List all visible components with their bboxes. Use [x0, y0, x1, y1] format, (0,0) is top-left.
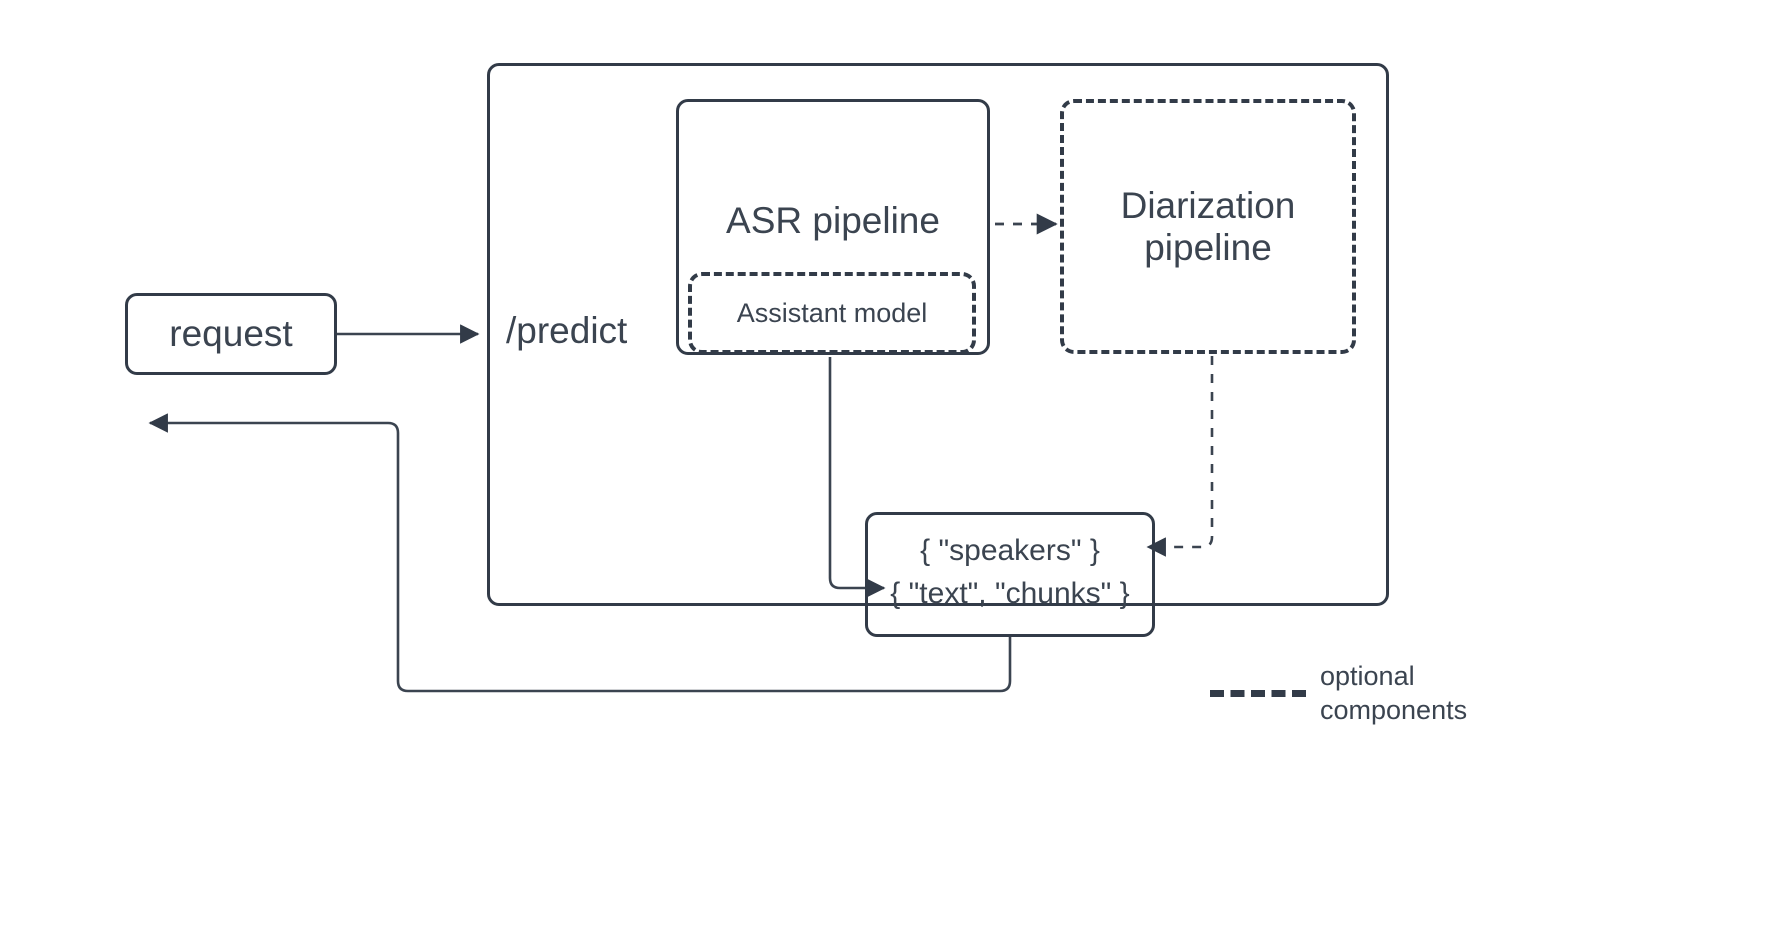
node-assistant-model[interactable]: Assistant model [688, 272, 976, 354]
node-asr-pipeline-label: ASR pipeline [726, 200, 940, 241]
node-request[interactable]: request [125, 293, 337, 375]
node-request-label: request [169, 313, 293, 354]
node-output-text-chunks-label: { "text", "chunks" } [890, 577, 1130, 610]
node-diarization-pipeline[interactable]: Diarization pipeline [1060, 99, 1356, 354]
node-predict-label: /predict [506, 310, 628, 351]
legend-optional-components: optional components [1210, 660, 1467, 728]
node-diarization-pipeline-label-line2: pipeline [1144, 226, 1272, 268]
node-output-speakers-label: { "speakers" } [920, 534, 1100, 567]
legend-dashed-line-icon [1210, 690, 1306, 698]
legend-label: optional components [1320, 661, 1468, 725]
node-output-payload[interactable]: { "speakers" } { "text", "chunks" } [865, 512, 1155, 637]
node-predict-container[interactable] [487, 63, 1389, 606]
node-diarization-pipeline-label-line1: Diarization [1120, 185, 1296, 227]
node-assistant-model-label: Assistant model [736, 297, 928, 328]
